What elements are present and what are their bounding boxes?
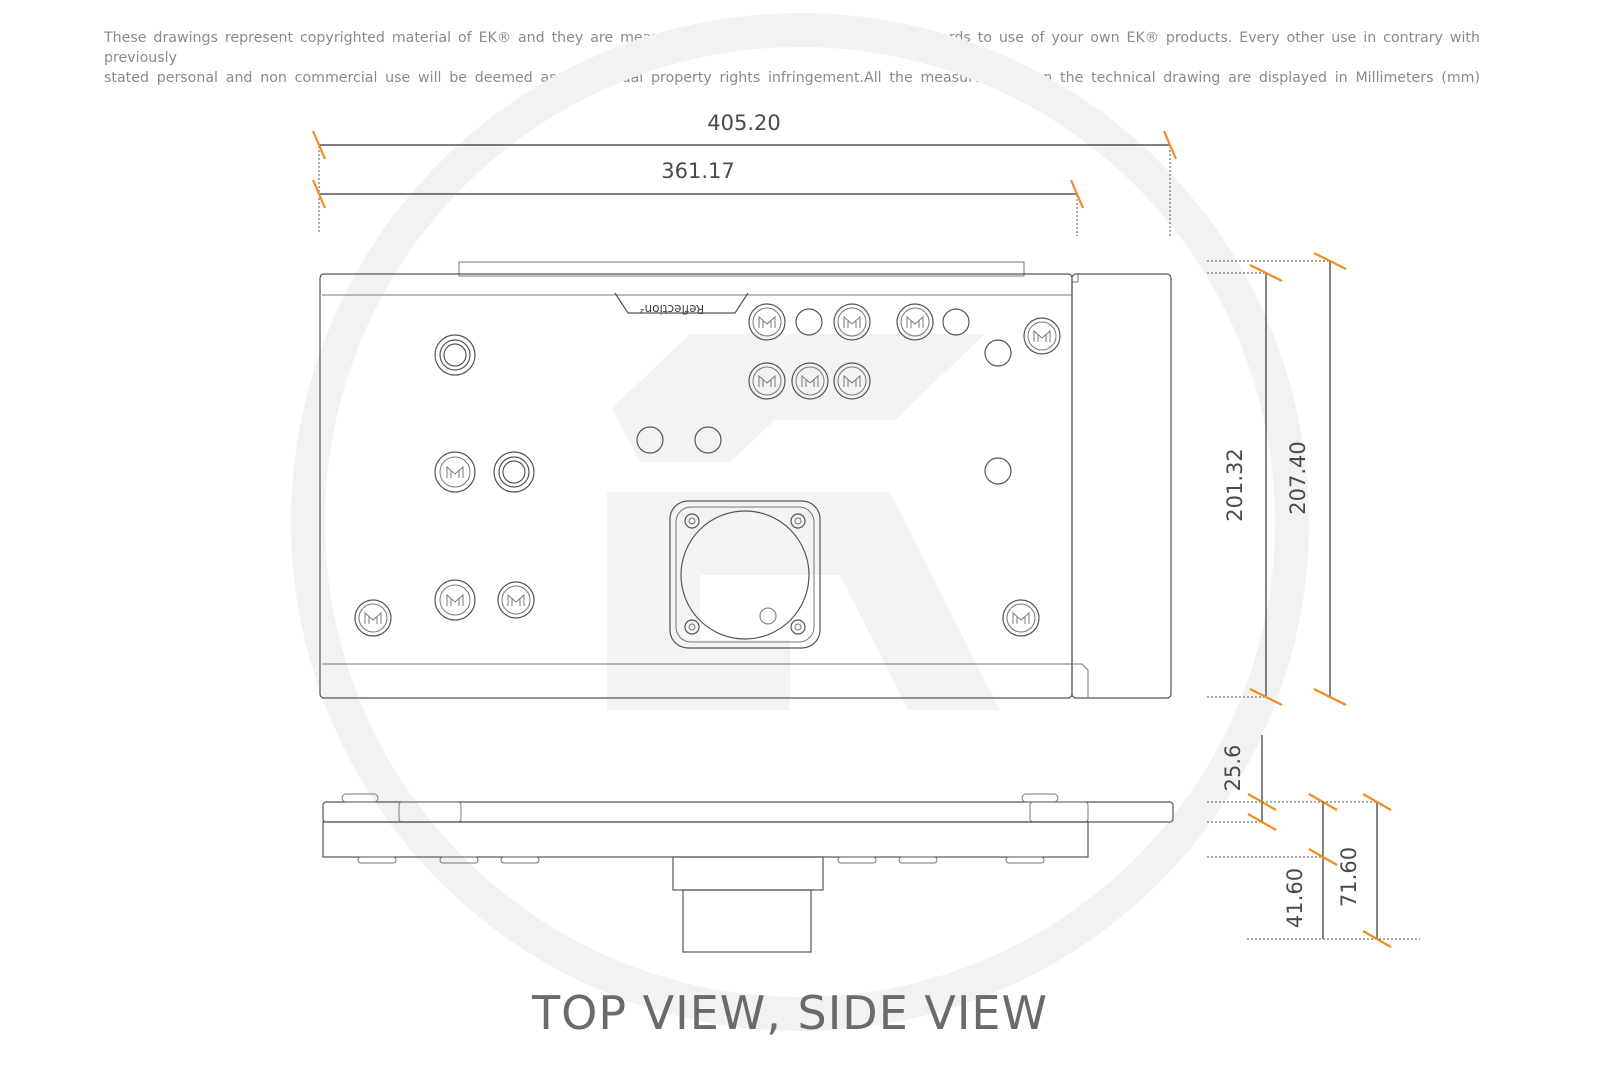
terminal-block xyxy=(669,500,821,649)
dimension-height-inner: 201.32 xyxy=(1207,264,1283,706)
dimension-width-block: 361.17 xyxy=(311,159,1085,236)
reflection-badge: Reflection² xyxy=(614,292,749,316)
ek-screw-icon xyxy=(1002,599,1040,637)
bracket-outline xyxy=(1071,273,1172,699)
thickness-total-label: 71.60 xyxy=(1337,847,1361,907)
dimension-thickness-total: 71.60 xyxy=(1247,793,1420,948)
ek-screw-icon xyxy=(748,303,786,341)
ek-screw-icon xyxy=(1023,317,1061,355)
width-block-label: 361.17 xyxy=(661,159,734,183)
fitting-port-2 xyxy=(493,451,535,493)
side-plate xyxy=(322,801,1174,823)
ek-screw-icon xyxy=(833,362,871,400)
height-inner-label: 201.32 xyxy=(1223,448,1247,521)
reflection-badge-label: Reflection² xyxy=(640,302,705,316)
terminal-port-side xyxy=(682,889,812,953)
ek-screw-icon xyxy=(497,581,535,619)
ek-screws xyxy=(354,303,1061,637)
ek-screw-icon xyxy=(434,451,476,493)
terminal-side xyxy=(672,856,824,891)
ek-screw-icon xyxy=(833,303,871,341)
top-view: Reflection² xyxy=(319,261,1172,699)
side-view xyxy=(322,793,1174,953)
fitting-port-1 xyxy=(434,334,476,376)
ek-screw-icon xyxy=(748,362,786,400)
ek-screw-icon xyxy=(791,362,829,400)
disclaimer-line-2: stated personal and non commercial use w… xyxy=(104,70,1480,86)
ek-screw-icon xyxy=(354,599,392,637)
thickness-plate-label: 25.6 xyxy=(1221,745,1245,792)
height-overall-label: 207.40 xyxy=(1286,441,1310,514)
dimension-thickness-block: 41.60 xyxy=(1207,793,1338,939)
thickness-block-label: 41.60 xyxy=(1283,868,1307,928)
width-overall-label: 405.20 xyxy=(707,111,780,135)
dimension-height-overall: 207.40 xyxy=(1207,252,1347,706)
plain-holes xyxy=(636,308,1012,485)
view-title: TOP VIEW, SIDE VIEW xyxy=(531,986,1048,1040)
dimension-width-overall: 405.20 xyxy=(311,111,1178,236)
ek-screw-icon xyxy=(434,579,476,621)
ek-screw-icon xyxy=(896,303,934,341)
ek-watermark-logo xyxy=(291,13,1309,1031)
